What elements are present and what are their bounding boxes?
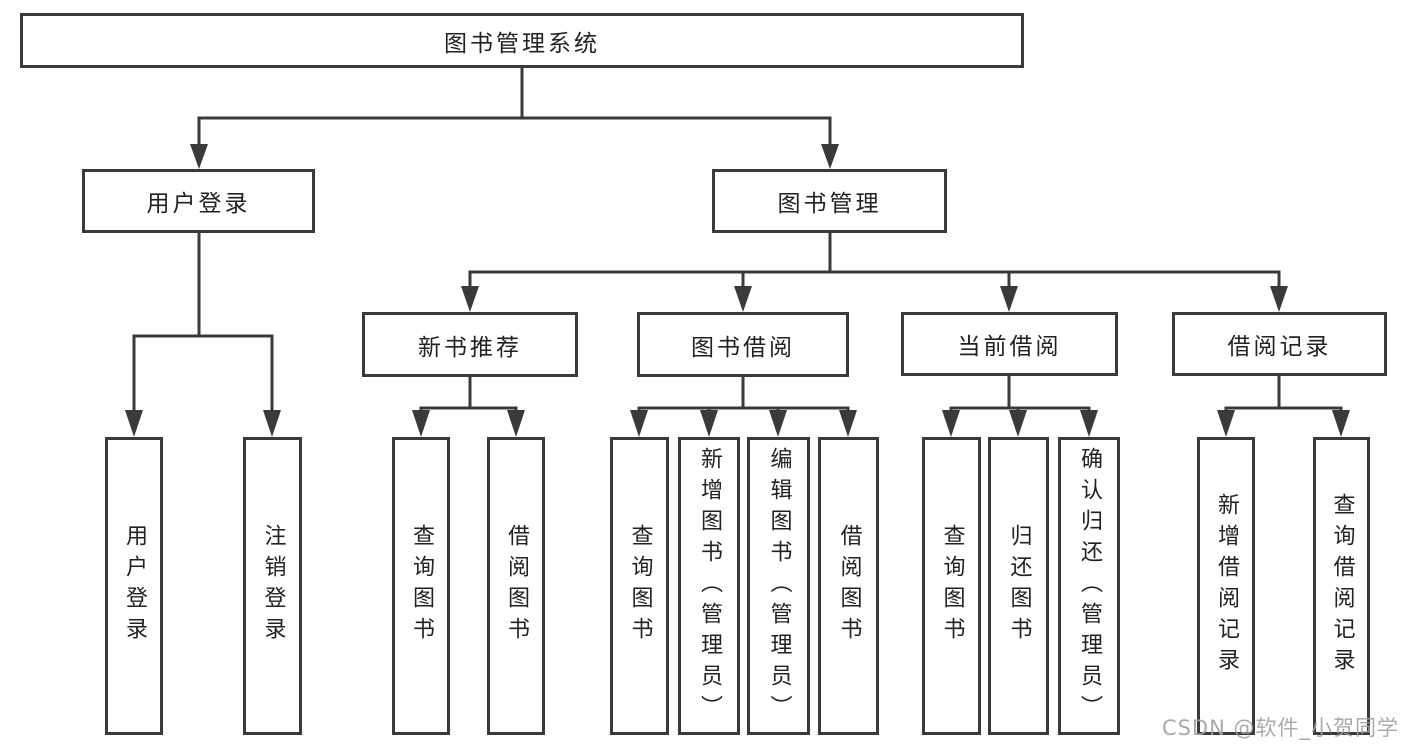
leaf-borrow-books: 借阅图书 — [818, 437, 879, 735]
node-root: 图书管理系统 — [20, 13, 1024, 68]
leaf-borrow-books-recommend: 借阅图书 — [487, 437, 545, 735]
leaf-user-login: 用户登录 — [105, 437, 163, 735]
node-book-borrow: 图书借阅 — [637, 312, 849, 377]
leaf-add-borrow-record: 新增借阅记录 — [1197, 437, 1255, 735]
leaf-return-book: 归还图书 — [988, 437, 1049, 735]
node-book-management: 图书管理 — [712, 169, 947, 233]
leaf-query-borrow-record: 查询借阅记录 — [1313, 437, 1370, 735]
leaf-logout: 注销登录 — [243, 437, 302, 735]
node-user-login: 用户登录 — [82, 169, 315, 233]
node-borrow-records: 借阅记录 — [1172, 312, 1387, 376]
leaf-edit-book-admin: 编辑图书（管理员） — [747, 437, 810, 735]
leaf-add-book-admin: 新增图书（管理员） — [678, 437, 740, 735]
leaf-query-books-current: 查询图书 — [922, 437, 981, 735]
csdn-watermark: CSDN @软件_小贺同学 — [1161, 716, 1399, 740]
leaf-confirm-return-admin: 确认归还（管理员） — [1058, 437, 1120, 735]
node-current-borrow: 当前借阅 — [901, 312, 1118, 376]
leaf-query-books-recommend: 查询图书 — [392, 437, 450, 735]
node-new-book-recommend: 新书推荐 — [362, 312, 578, 377]
leaf-query-books-borrow: 查询图书 — [610, 437, 669, 735]
